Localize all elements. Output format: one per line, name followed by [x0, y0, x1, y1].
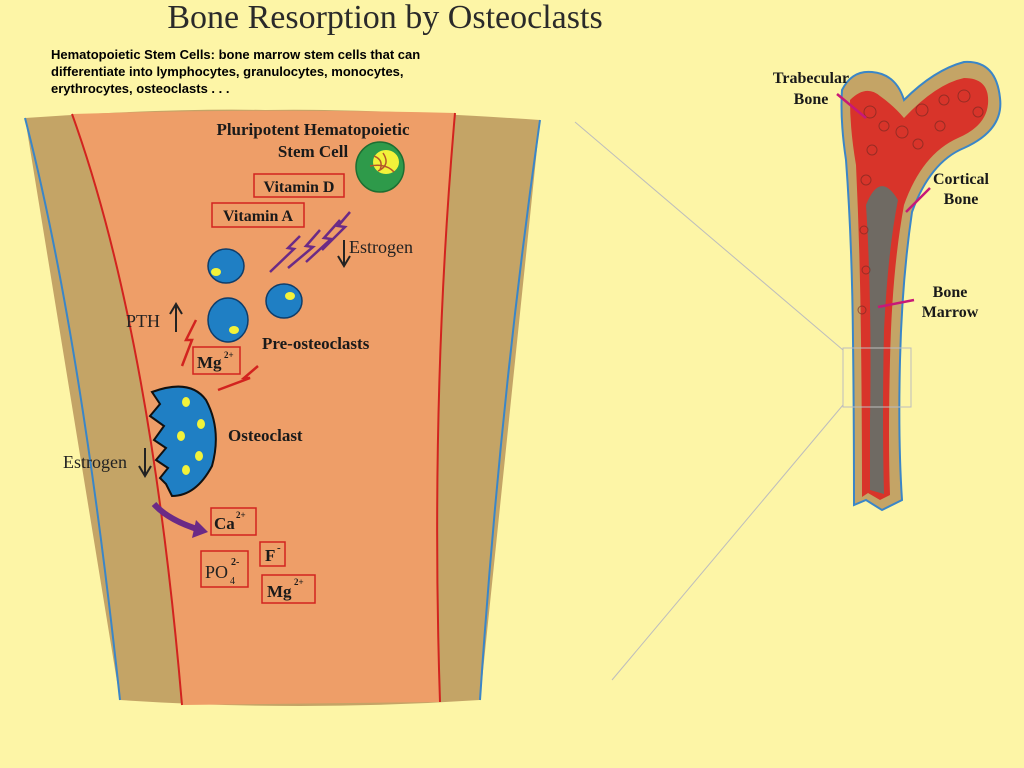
zoom-line-bottom: [611, 404, 844, 681]
bone-section: [24, 109, 541, 706]
trabecular-pointer: [836, 93, 867, 119]
mg-top-label: Mg: [197, 353, 222, 372]
cortical-label-line2: Bone: [944, 191, 979, 208]
mg-red-arrow: [217, 365, 259, 392]
ca-box: [210, 507, 257, 536]
estrogen-top-label: Estrogen: [349, 237, 413, 257]
outer-surface-right: [479, 119, 541, 701]
mg-top-box: [192, 346, 241, 375]
pre-osteoclast-cell-2: [265, 283, 303, 319]
cortical-pointer: [905, 187, 931, 213]
zoom-line-top: [574, 121, 844, 351]
mg-top-charge: 2+: [224, 350, 234, 360]
mg-bottom-label: Mg: [267, 582, 292, 601]
marrow-label-line2: Marrow: [922, 304, 979, 321]
estrogen-left-label: Estrogen: [63, 452, 127, 472]
po-sub: 4: [230, 576, 235, 587]
osteoclast-label: Osteoclast: [228, 426, 303, 445]
endosteum-left: [71, 113, 183, 706]
pre-osteoclast-cell-1: [207, 248, 245, 284]
po4-box: [200, 550, 249, 588]
marrow-pointer: [877, 298, 915, 309]
pth-label: PTH: [126, 311, 160, 331]
trabecular-label-line1: Trabecular: [773, 70, 849, 87]
endosteum-right: [436, 112, 456, 703]
marrow-label-line1: Bone: [933, 284, 968, 301]
f-charge: -: [277, 542, 281, 554]
zoom-region-box: [842, 347, 912, 408]
po-label: PO: [205, 562, 228, 582]
vitamin-a-box: [211, 202, 305, 228]
mg-bottom-box: [261, 574, 316, 604]
vitamin-d-label: Vitamin D: [264, 179, 335, 196]
mineral-release-arrowhead: [192, 520, 208, 538]
po-charge: 2-: [231, 557, 239, 568]
osteoclast-cell: [148, 385, 217, 498]
cortical-label-line1: Cortical: [933, 171, 990, 188]
pth-red-arrow: [180, 319, 198, 367]
hematopoietic-note: Hematopoietic Stem Cells: bone marrow st…: [51, 47, 421, 96]
estrogen-stimulus-arrows: [269, 211, 351, 273]
ca-charge: 2+: [236, 510, 246, 520]
f-label: F: [265, 546, 275, 565]
stem-cell-label-line2: Stem Cell: [278, 142, 349, 161]
stem-cell: [355, 141, 405, 193]
estrogen-down-arrow-left: [138, 448, 152, 478]
page-title: Bone Resorption by Osteoclasts: [167, 0, 602, 36]
ca-label: Ca: [214, 514, 235, 533]
mg-bottom-charge: 2+: [294, 577, 304, 587]
femur: [840, 60, 1002, 512]
pth-up-arrow: [169, 302, 183, 332]
outer-surface-left: [24, 117, 121, 701]
pre-osteoclasts-label: Pre-osteoclasts: [262, 334, 370, 353]
vitamin-d-box: [253, 173, 345, 198]
vitamin-a-label: Vitamin A: [223, 208, 294, 225]
pre-osteoclast-cell-3: [207, 297, 249, 343]
estrogen-down-arrow-top: [337, 240, 351, 268]
stem-cell-label-line1: Pluripotent Hematopoietic: [216, 120, 410, 139]
f-box: [259, 541, 286, 567]
trabecular-label-line2: Bone: [794, 91, 829, 108]
